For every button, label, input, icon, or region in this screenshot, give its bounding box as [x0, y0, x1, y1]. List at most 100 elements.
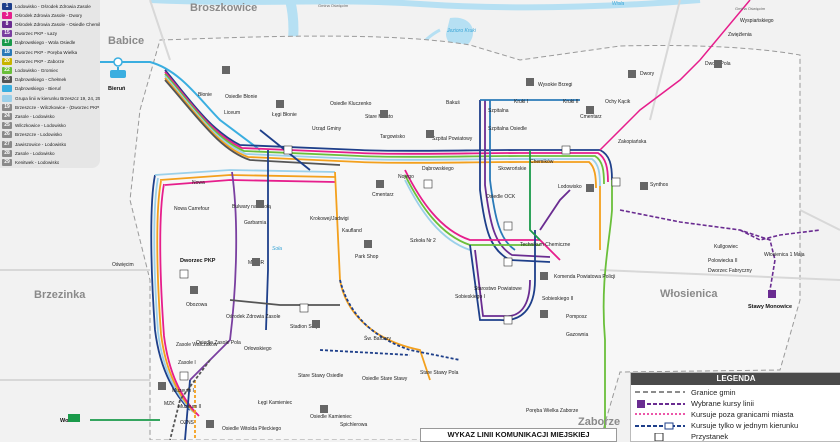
route-description: Brzeszcze - Wilczkowice - (Dworzec PKP -…	[15, 104, 100, 110]
stop-muzeum-1: Muzeum I	[172, 388, 194, 394]
route-number-badge: 24	[2, 112, 12, 120]
stop-dabrowskiego: Dąbrowskiego	[422, 166, 454, 172]
route-central	[150, 129, 461, 417]
stop-lagi-kamieniec: Łęgi Kamieniec	[258, 400, 293, 406]
stop-dworzec-fabryczny: Dworzec Fabryczny	[708, 268, 752, 274]
river-label-wisla: Wisła	[612, 1, 624, 7]
town-wola: Wola	[60, 418, 74, 424]
stop-marker[interactable]	[561, 145, 571, 155]
stop-kullgowiec: Kullgowiec	[714, 244, 738, 250]
stop-marker[interactable]	[503, 257, 513, 267]
stop-skowronskie: Skowrońskie	[498, 166, 527, 172]
route-description: Dworzec PKP - Łazy	[15, 31, 58, 37]
route-number-badge: 18	[2, 48, 12, 56]
route-east	[404, 99, 613, 430]
stop-lagi-blonie: Łęgi Błonie	[272, 112, 297, 118]
stop-marker[interactable]	[423, 179, 433, 189]
route-number-badge: 25	[2, 122, 12, 130]
town-stawy: Stawy Monowice	[748, 304, 792, 310]
route-number-badge: 28	[2, 149, 12, 157]
stop-marker[interactable]	[611, 177, 621, 187]
stop-dwory: Dwory	[640, 71, 655, 77]
route-description: Lodowisko - Gromiec	[15, 67, 59, 73]
stop-marker[interactable]	[179, 371, 189, 381]
stop-garbarnia: Garbarnia	[244, 220, 266, 226]
stop-poreba: Poręba Wielka Zaborze	[526, 408, 578, 414]
factory-icon	[640, 182, 648, 190]
stop-os-zdrowia: Ośrodek Zdrowia Zasole	[226, 314, 281, 320]
stop-zasole-1: Zasole I	[178, 360, 196, 366]
stop-osiedle-pileckiego: Osiedle Witolda Pileckiego	[222, 426, 281, 432]
route-number-badge: 17	[2, 39, 12, 47]
stop-synthos: Synthos	[650, 182, 669, 188]
route-3-ne	[599, 0, 751, 151]
route-list-item[interactable]: Dąbrowskiego - Bieruń	[2, 85, 100, 93]
route-number-badge: 27	[2, 140, 12, 148]
stawy-badge	[768, 290, 776, 298]
stop-stare-stawy-os: Stare Stawy Osiedle	[298, 373, 344, 379]
stop-cmentarz-1: Cmentarz	[580, 114, 602, 120]
legend-label: Kursuje tylko w jednym kierunku	[691, 421, 799, 430]
stop-osiedle-stare-stawy: Osiedle Stare Stawy	[362, 376, 408, 382]
building-icon	[190, 286, 198, 294]
stop-marker[interactable]	[503, 315, 513, 325]
stop-marker[interactable]	[299, 303, 309, 313]
route-description: Lodowisko - Ośrodek Zdrowia Zasole	[15, 3, 91, 9]
church-icon	[222, 66, 230, 74]
route-description: Zasole - Lodowisko	[15, 150, 55, 156]
boundary-line-icon	[635, 391, 685, 393]
route-description: Kenitwek - Lodowisko	[15, 159, 60, 165]
route-description: Brzeszcze - Lodowisko	[15, 132, 62, 138]
legend-item-outside: Kursuje poza granicami miasta	[635, 409, 839, 420]
stop-szpitalna: Szpitalna	[488, 108, 509, 114]
stop-marker[interactable]	[283, 145, 293, 155]
stop-bakus: Bakuś	[446, 100, 460, 106]
stop-obozowa: Obozowa	[186, 302, 207, 308]
building-icon	[526, 78, 534, 86]
stop-marker[interactable]	[179, 269, 189, 279]
stop-urzad-gminy: Urząd Gminy	[312, 126, 342, 132]
route-number-badge: 3	[2, 11, 12, 19]
stop-osiedle-blonie: Osiedle Błonie	[225, 94, 257, 100]
route-south	[90, 349, 411, 440]
stadium-icon	[312, 320, 320, 328]
route-number-badge: 8	[2, 20, 12, 28]
stop-markers	[179, 145, 621, 381]
stop-wysokie-brzegi: Wysokie Brzegi	[538, 82, 572, 88]
police-icon	[540, 272, 548, 280]
route-list-item[interactable]: Grupa linii w kierunku Brzeszcz 19, 24, …	[2, 94, 100, 102]
stop-komenda: Komenda Powiatowa Policji	[554, 274, 615, 280]
stop-icon	[654, 433, 664, 441]
stop-pomposz: Pomposz	[566, 314, 587, 320]
route-description: Ośrodek Zdrowia Zasole - Osiedle Chemikó…	[15, 21, 100, 27]
stop-marker[interactable]	[503, 221, 513, 231]
stop-stadion: Stadion Soły	[290, 324, 319, 330]
legend-label: Granice gmin	[691, 388, 736, 397]
stop-sw-barbary: Św. Barbary	[364, 334, 391, 342]
roads	[0, 0, 840, 381]
bierun-stop-marker	[113, 57, 123, 67]
stop-muzeum-2: Muzeum II	[178, 404, 201, 410]
stop-kruki-1: Kruki I	[514, 99, 528, 105]
selected-route-icon	[637, 400, 685, 408]
museum-icon	[158, 382, 166, 390]
stop-labels: Błonie Osiedle Błonie Liceum Osiedle Klu…	[112, 18, 805, 432]
